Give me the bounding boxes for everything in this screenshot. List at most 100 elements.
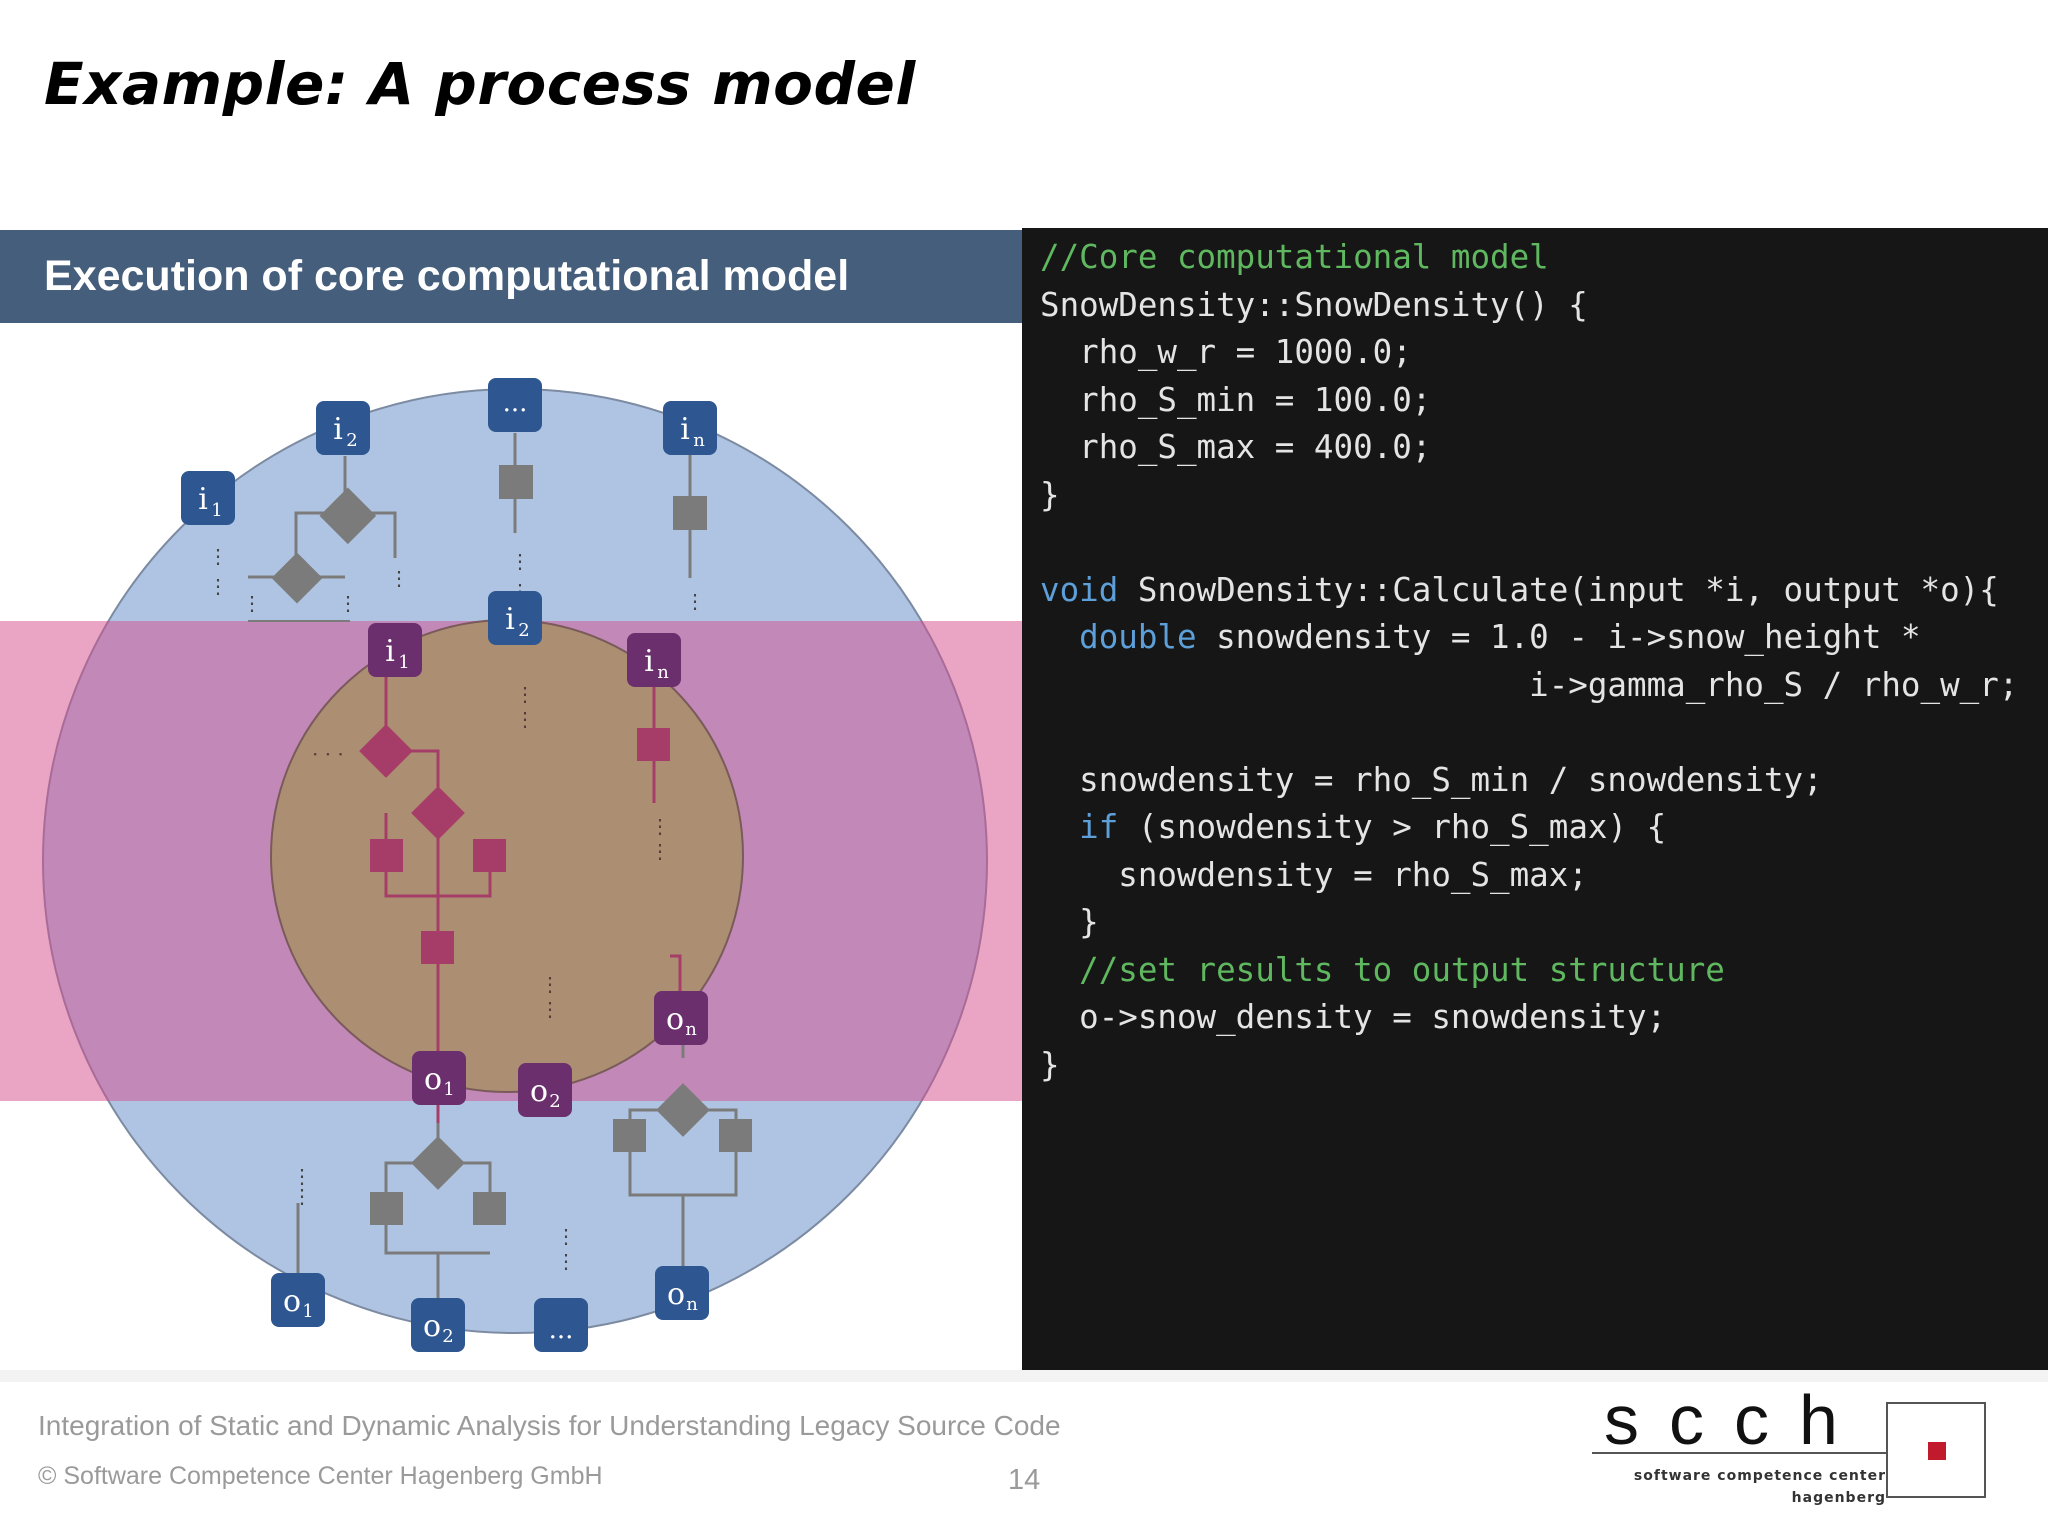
code-line: } <box>1040 1042 2048 1090</box>
svg-text:⋮: ⋮ <box>515 707 535 731</box>
svg-text:⋮: ⋮ <box>389 566 409 590</box>
code-text: rho_S_max = 400.0; <box>1040 428 1432 466</box>
svg-text:⋮: ⋮ <box>208 574 228 598</box>
code-line: } <box>1040 899 2048 947</box>
svg-text:⋮: ⋮ <box>650 814 670 838</box>
inner-output-node-on: o n <box>654 991 708 1045</box>
svg-text:n: n <box>657 662 669 683</box>
svg-text:2: 2 <box>346 430 357 451</box>
outer-bottom-process-3 <box>613 1119 646 1152</box>
code-text: o->snow_density = snowdensity; <box>1040 998 1667 1036</box>
scch-logo: scch software competence center hagenber… <box>1592 1381 2012 1510</box>
code-text: rho_S_min = 100.0; <box>1040 380 1432 419</box>
code-line <box>1040 709 2048 757</box>
code-text: SnowDensity::Calculate(input *i, output … <box>1118 570 1999 609</box>
outer-bottom-process-1 <box>370 1192 403 1225</box>
svg-text:...: ... <box>549 1315 574 1345</box>
logo-subtitle-2: hagenberg <box>1791 1490 1886 1506</box>
code-text: snowdensity = rho_S_min / snowdensity; <box>1040 760 1823 799</box>
code-keyword: double <box>1079 618 1197 656</box>
outer-output-node-on: o n <box>655 1266 709 1320</box>
svg-text:n: n <box>686 1294 698 1315</box>
outer-top-process-2 <box>673 496 707 530</box>
svg-text:o: o <box>530 1074 548 1109</box>
code-line: //Core computational model <box>1040 234 2048 282</box>
footer-copyright: © Software Competence Center Hagenberg G… <box>38 1462 603 1490</box>
svg-text:⋮: ⋮ <box>515 682 535 706</box>
svg-text:⋮: ⋮ <box>338 591 358 615</box>
code-line: snowdensity = rho_S_max; <box>1040 852 2048 900</box>
svg-text:1: 1 <box>398 652 409 673</box>
svg-text:i: i <box>644 644 654 679</box>
code-text <box>1040 618 1079 656</box>
code-text: (snowdensity > rho_S_max) { <box>1118 808 1667 846</box>
outer-top-process-1 <box>499 465 533 499</box>
footer-presentation-title: Integration of Static and Dynamic Analys… <box>38 1410 1061 1441</box>
outer-input-node-i1: i 1 <box>181 471 235 525</box>
inner-process-3 <box>421 931 454 964</box>
process-model-diagram: ⋮⋮ ⋮⋮ ⋮ ⋮⋮ ⋮ ⋮⋮ · · · ⋮⋮ ⋮⋮ <box>0 378 1022 1352</box>
svg-text:n: n <box>693 430 705 451</box>
code-line: //set results to output structure <box>1040 947 2048 995</box>
code-text: } <box>1040 475 1060 514</box>
code-text: snowdensity = rho_S_max; <box>1040 855 1588 894</box>
page-number: 14 <box>1008 1464 1041 1496</box>
outer-output-node-o1: o 1 <box>271 1273 325 1327</box>
code-line: i->gamma_rho_S / rho_w_r; <box>1040 662 2048 710</box>
code-line: o->snow_density = snowdensity; <box>1040 994 2048 1042</box>
section-banner: Execution of core computational model <box>0 230 1022 323</box>
svg-text:i: i <box>505 602 515 637</box>
outer-output-node-o2: o 2 <box>411 1298 465 1352</box>
inner-input-node-i2: i 2 <box>488 591 542 645</box>
svg-text:o: o <box>423 1309 441 1344</box>
svg-text:2: 2 <box>442 1326 453 1347</box>
code-text: rho_w_r = 1000.0; <box>1040 333 1412 371</box>
code-keyword: void <box>1040 570 1119 609</box>
inner-output-node-o1: o 1 <box>412 1051 466 1105</box>
svg-text:o: o <box>666 1002 684 1037</box>
svg-text:1: 1 <box>211 500 222 521</box>
code-keyword: if <box>1079 808 1119 846</box>
svg-text:o: o <box>424 1062 442 1097</box>
outer-bottom-process-4 <box>719 1119 752 1152</box>
code-comment: //set results to output structure <box>1040 950 1725 989</box>
code-text: i->gamma_rho_S / rho_w_r; <box>1040 665 2019 704</box>
outer-output-node-ellipsis: ... <box>534 1298 588 1352</box>
logo-subtitle-1: software competence center <box>1633 1468 1886 1484</box>
code-text <box>1040 808 1079 846</box>
svg-text:⋮: ⋮ <box>540 972 560 996</box>
code-comment: //Core computational model <box>1040 238 1549 276</box>
outer-input-node-ellipsis: ... <box>488 378 542 432</box>
svg-text:o: o <box>283 1284 301 1319</box>
svg-text:⋮: ⋮ <box>650 839 670 863</box>
code-text: } <box>1040 903 1099 941</box>
logo-letters: scch <box>1604 1381 1868 1459</box>
code-line: rho_w_r = 1000.0; <box>1040 329 2048 377</box>
svg-text:⋮: ⋮ <box>208 544 228 568</box>
inner-process-4 <box>637 728 670 761</box>
code-line: if (snowdensity > rho_S_max) { <box>1040 804 2048 852</box>
code-line: rho_S_max = 400.0; <box>1040 424 2048 472</box>
logo-red-square <box>1928 1442 1946 1460</box>
code-line: rho_S_min = 100.0; <box>1040 377 2048 425</box>
svg-text:n: n <box>685 1019 697 1040</box>
slide-title: Example: A process model <box>44 50 916 118</box>
inner-output-node-o2: o 2 <box>518 1063 572 1117</box>
svg-text:⋮: ⋮ <box>292 1184 312 1208</box>
svg-text:· · ·: · · · <box>312 742 344 766</box>
svg-text:...: ... <box>503 388 528 418</box>
logo-box <box>1886 1402 1986 1498</box>
svg-text:i: i <box>198 482 208 517</box>
code-line: void SnowDensity::Calculate(input *i, ou… <box>1040 567 2048 615</box>
svg-text:2: 2 <box>549 1091 560 1112</box>
svg-text:⋮: ⋮ <box>685 589 705 613</box>
code-line: SnowDensity::SnowDensity() { <box>1040 282 2048 330</box>
svg-text:1: 1 <box>443 1079 454 1100</box>
code-text: SnowDensity::SnowDensity() { <box>1040 285 1588 324</box>
svg-text:i: i <box>385 634 395 669</box>
footer-separator <box>0 1370 2048 1382</box>
code-line: double snowdensity = 1.0 - i->snow_heigh… <box>1040 614 2048 662</box>
inner-input-node-i1: i 1 <box>368 623 422 677</box>
svg-text:i: i <box>333 412 343 447</box>
